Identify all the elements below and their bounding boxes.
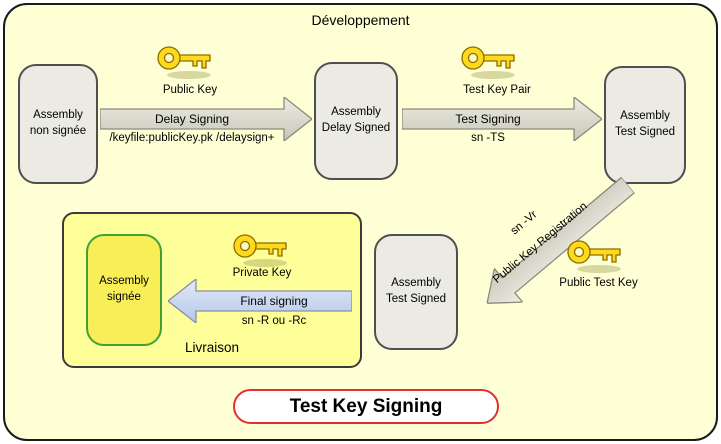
box-assembly-signee: Assembly signée: [86, 234, 162, 346]
delay-signing-arrow: [100, 97, 312, 141]
private-key-label: Private Key: [232, 267, 292, 279]
delay-signing-label: Delay Signing: [154, 112, 230, 126]
box-assembly-non-signee: Assembly non signée: [18, 64, 98, 184]
test-signing-label: Test Signing: [455, 112, 521, 126]
livraison-label: Livraison: [184, 340, 240, 355]
region-title: Développement: [311, 12, 410, 28]
public-key-icon: [157, 46, 211, 79]
test-key-pair-icon: [461, 46, 515, 79]
registration-arrow: [486, 176, 636, 304]
public-key-label: Public Key: [162, 84, 218, 96]
private-key-icon: [233, 234, 287, 267]
test-key-pair-label: Test Key Pair: [463, 84, 531, 96]
test-signing-arrow: [402, 97, 602, 141]
test-signing-command: sn -TS: [471, 132, 505, 144]
test-key-signing-badge: Test Key Signing: [233, 389, 499, 424]
box-assembly-test-signed-top: Assembly Test Signed: [604, 66, 686, 184]
public-test-key-label: Public Test Key: [559, 277, 638, 289]
final-signing-command: sn -R ou -Rc: [241, 315, 307, 327]
box-assembly-test-signed-mid: Assembly Test Signed: [374, 234, 458, 350]
final-signing-label: Final signing: [240, 294, 308, 308]
delay-signing-command: /keyfile:publicKey.pk /delaysign+: [109, 132, 275, 144]
test-key-signing-badge-label: Test Key Signing: [289, 395, 443, 417]
public-test-key-icon: [567, 240, 621, 273]
final-signing-arrow: [168, 279, 352, 323]
box-assembly-delay-signed: Assembly Delay Signed: [314, 62, 398, 180]
